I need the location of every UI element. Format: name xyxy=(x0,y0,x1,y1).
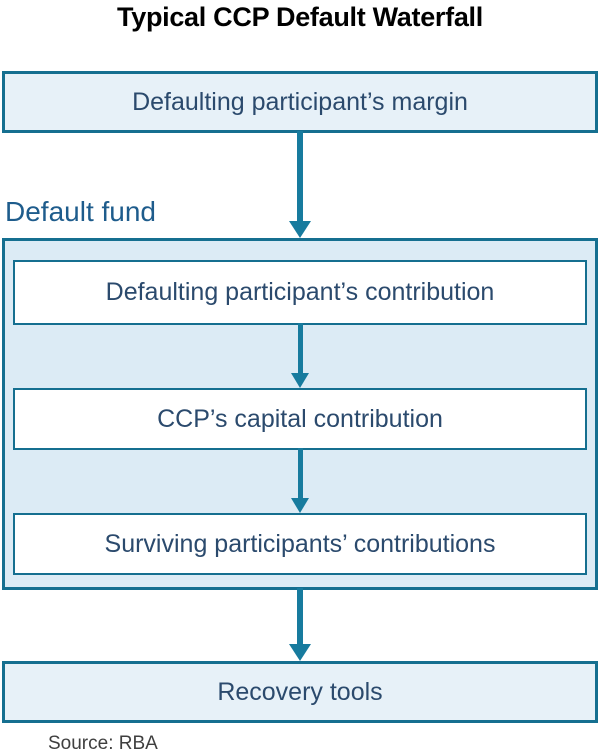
figure-title: Typical CCP Default Waterfall xyxy=(117,2,483,32)
box-ccp-capital-contribution: CCP’s capital contribution xyxy=(13,388,587,450)
box-defaulting-participants-margin-label: Defaulting participant’s margin xyxy=(132,87,468,116)
box-defaulting-participants-contribution-label: Defaulting participant’s contribution xyxy=(105,278,495,306)
box-surviving-participants-contributions: Surviving participants’ contributions xyxy=(13,513,587,575)
default-fund-label: Default fund xyxy=(5,196,156,227)
box-surviving-participants-contributions-label: Surviving participants’ contributions xyxy=(104,529,496,558)
source-note: Source: RBA xyxy=(48,733,158,754)
box-defaulting-participants-contribution: Defaulting participant’s contribution xyxy=(13,260,587,325)
down-arrowhead-icon xyxy=(289,221,311,238)
down-arrow-icon xyxy=(297,131,303,222)
down-arrow-icon xyxy=(298,323,303,374)
down-arrowhead-icon xyxy=(289,644,311,661)
box-recovery-tools-label: Recovery tools xyxy=(217,677,383,706)
down-arrowhead-icon xyxy=(291,373,309,388)
down-arrowhead-icon xyxy=(291,498,309,513)
box-ccp-capital-contribution-label: CCP’s capital contribution xyxy=(157,404,443,433)
box-recovery-tools: Recovery tools xyxy=(2,661,598,723)
down-arrow-icon xyxy=(298,448,303,499)
down-arrow-icon xyxy=(297,588,303,645)
box-defaulting-participants-margin: Defaulting participant’s margin xyxy=(2,71,598,133)
